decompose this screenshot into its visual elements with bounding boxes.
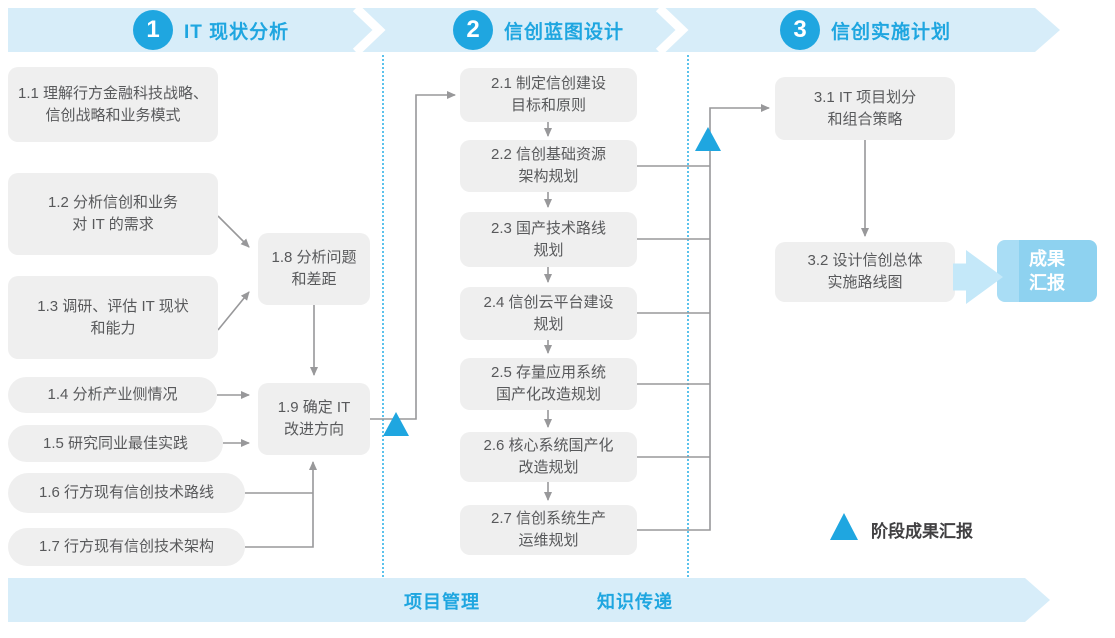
- phase-1-title: IT 现状分析: [184, 21, 290, 43]
- footer-project-management-label: 项目管理: [404, 592, 480, 612]
- phase-3-title: 信创实施计划: [831, 21, 952, 43]
- legend-triangle-icon: [830, 513, 858, 540]
- step-1-5: 1.5 研究同业最佳实践: [8, 425, 223, 462]
- step-2-4: 2.4 信创云平台建设 规划: [460, 287, 637, 340]
- phase-2-header: 2 信创蓝图设计: [453, 8, 624, 52]
- phase-separator-2: [687, 55, 689, 577]
- step-2-5: 2.5 存量应用系统 国产化改造规划: [460, 358, 637, 410]
- step-1-6: 1.6 行方现有信创技术路线: [8, 473, 245, 513]
- footer-knowledge-transfer-label: 知识传递: [597, 592, 673, 612]
- step-1-3: 1.3 调研、评估 IT 现状 和能力: [8, 276, 218, 359]
- step-2-1: 2.1 制定信创建设 目标和原则: [460, 68, 637, 122]
- deliverable-arrow: [953, 250, 1003, 304]
- phase-1-number-badge: 1: [133, 10, 173, 50]
- step-3-2: 3.2 设计信创总体 实施路线图: [775, 242, 955, 302]
- step-1-2: 1.2 分析信创和业务 对 IT 的需求: [8, 173, 218, 255]
- footer-band: [8, 578, 1050, 622]
- step-1-9: 1.9 确定 IT 改进方向: [258, 383, 370, 455]
- phase-2-title: 信创蓝图设计: [504, 21, 625, 43]
- deliverable-box: 成果 汇报: [997, 240, 1097, 302]
- phase-band: [8, 8, 1060, 52]
- step-1-7: 1.7 行方现有信创技术架构: [8, 528, 245, 566]
- phase-3-number-badge: 3: [780, 10, 820, 50]
- step-2-7: 2.7 信创系统生产 运维规划: [460, 505, 637, 555]
- phase-2-number-badge: 2: [453, 10, 493, 50]
- milestone-triangle-phase2: [695, 127, 721, 151]
- step-1-4: 1.4 分析产业侧情况: [8, 377, 217, 413]
- step-1-1: 1.1 理解行方金融科技战略、 信创战略和业务模式: [8, 67, 218, 142]
- milestone-triangle-phase1: [383, 412, 409, 436]
- legend: 阶段成果汇报: [830, 513, 973, 542]
- phase-3-header: 3 信创实施计划: [780, 8, 951, 52]
- phase-1-header: 1 IT 现状分析: [133, 8, 289, 52]
- step-1-8: 1.8 分析问题 和差距: [258, 233, 370, 305]
- step-2-2: 2.2 信创基础资源 架构规划: [460, 140, 637, 192]
- step-2-3: 2.3 国产技术路线 规划: [460, 212, 637, 267]
- legend-label: 阶段成果汇报: [871, 522, 973, 541]
- step-3-1: 3.1 IT 项目划分 和组合策略: [775, 77, 955, 140]
- step-2-6: 2.6 核心系统国产化 改造规划: [460, 432, 637, 482]
- phase-separator-1: [382, 55, 384, 577]
